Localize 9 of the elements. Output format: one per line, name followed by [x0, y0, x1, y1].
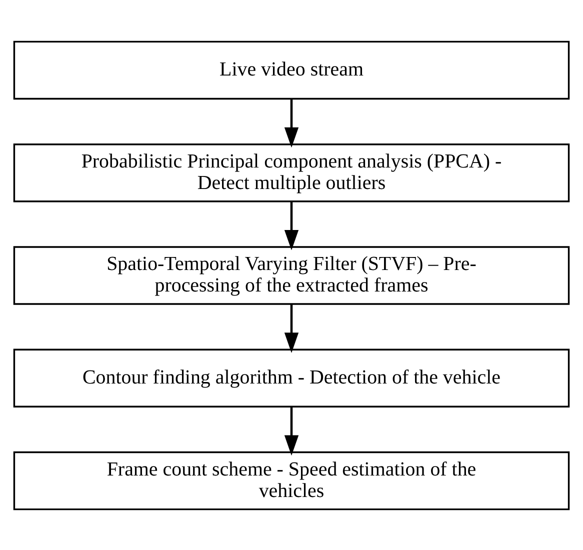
- node-box: Contour finding algorithm - Detection of the vehicle: [13, 348, 570, 407]
- arrow: [284, 406, 299, 456]
- node-box: Live video stream: [13, 40, 570, 100]
- node-box: Spatio-Temporal Varying Filter (STVF) – Pre-processing of the extracted frames: [13, 246, 570, 304]
- arrow: [284, 201, 299, 250]
- node-box: Probabilistic Principal component analysis (PPCA) - Detect multiple outliers: [13, 143, 570, 202]
- arrow: [284, 304, 299, 352]
- arrow: [284, 98, 299, 148]
- node-box: Frame count scheme - Speed estimation of the vehicles: [13, 450, 570, 510]
